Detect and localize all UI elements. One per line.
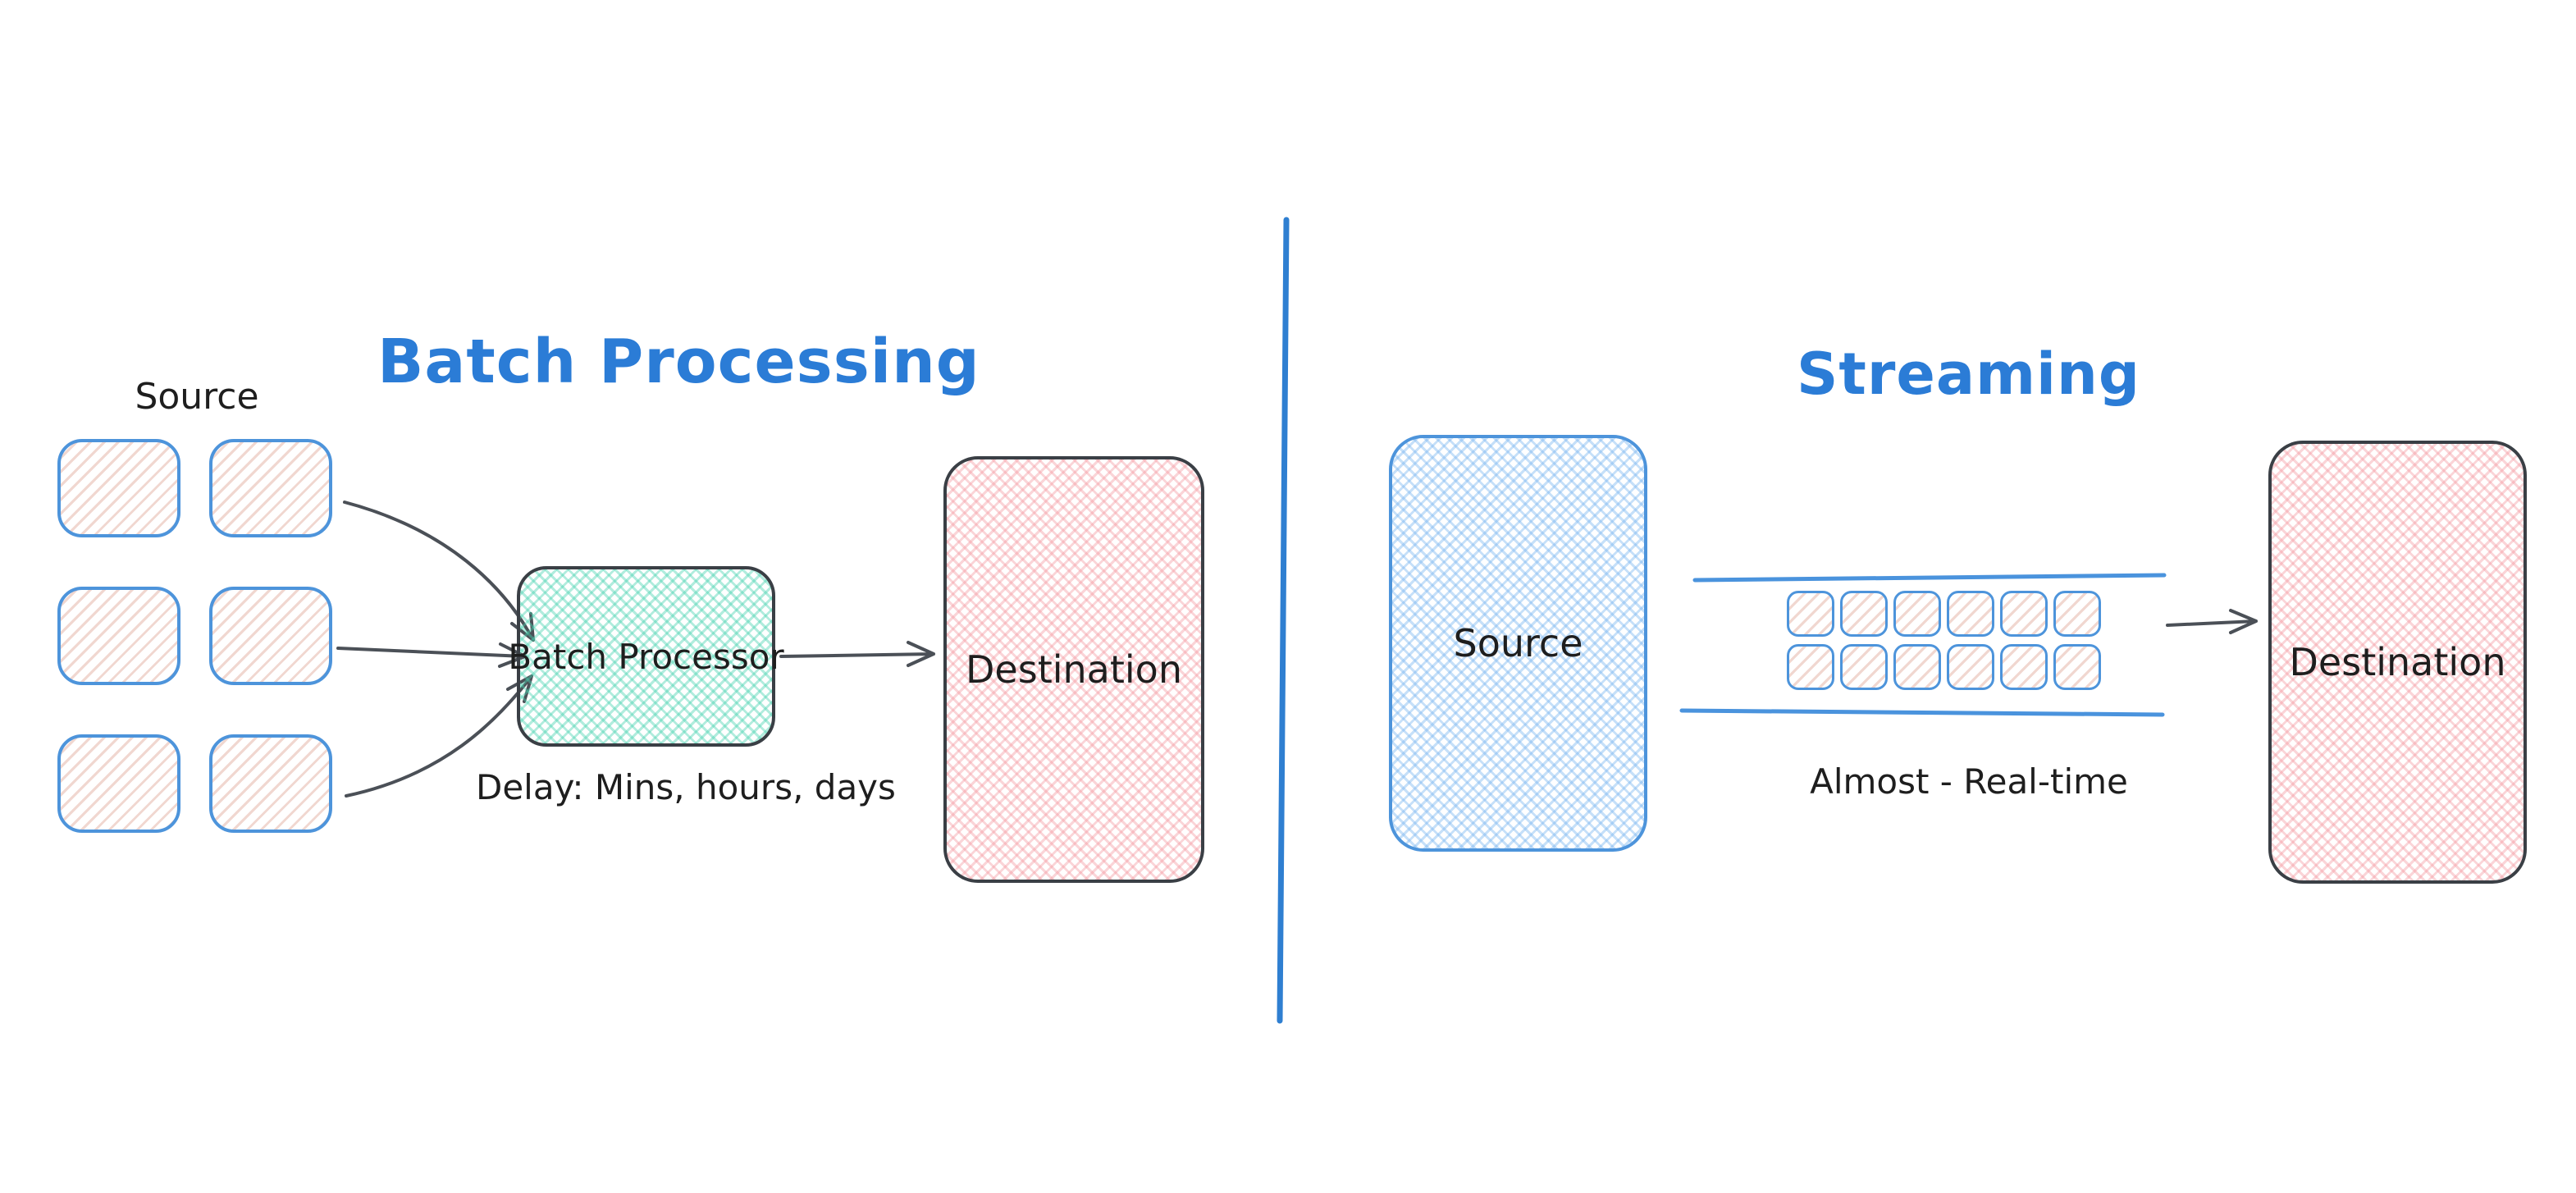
batch-source-block	[57, 587, 180, 685]
stream-record-block	[1787, 591, 1834, 637]
stream-record-block	[1840, 591, 1888, 637]
stream-record-block	[2053, 591, 2101, 637]
batch-processing-title: Batch Processing	[377, 327, 980, 397]
streaming-source-box: Source	[1389, 435, 1647, 852]
batch-source-block	[209, 439, 332, 537]
batch-source-block	[57, 439, 180, 537]
stream-record-grid	[1787, 591, 2101, 690]
divider-line	[1277, 217, 1290, 1024]
batch-destination-box: Destination	[943, 456, 1204, 883]
stream-record-block	[1947, 591, 1994, 637]
stream-pipe-bottom-line	[1679, 708, 2165, 717]
batch-source-label: Source	[135, 376, 259, 418]
stream-record-block	[2000, 591, 2048, 637]
batch-source-grid	[57, 439, 332, 833]
batch-processor-label: Batch Processor	[508, 636, 784, 677]
streaming-destination-label: Destination	[2289, 640, 2506, 684]
arrow-source-top-to-processor	[343, 501, 535, 642]
stream-record-block	[1893, 644, 1941, 690]
streaming-title: Streaming	[1797, 341, 2140, 408]
arrow-processor-to-destination	[779, 641, 935, 667]
stream-record-block	[2053, 644, 2101, 690]
batch-source-block	[209, 587, 332, 685]
batch-source-block	[209, 734, 332, 833]
stream-record-block	[1787, 644, 1834, 690]
stream-pipe-top-line	[1692, 573, 2167, 583]
stream-record-block	[1947, 644, 1994, 690]
streaming-destination-box: Destination	[2268, 441, 2527, 884]
streaming-source-label: Source	[1453, 621, 1583, 665]
stream-record-block	[2000, 644, 2048, 690]
arrow-stream-to-destination	[2166, 609, 2258, 634]
arrow-source-middle-to-processor	[336, 642, 527, 668]
batch-processor-box: Batch Processor	[508, 566, 784, 747]
batch-delay-note: Delay: Mins, hours, days	[476, 767, 896, 807]
stream-record-block	[1840, 644, 1888, 690]
batch-destination-label: Destination	[966, 647, 1182, 692]
streaming-latency-note: Almost - Real-time	[1810, 761, 2128, 802]
batch-source-block	[57, 734, 180, 833]
stream-record-block	[1893, 591, 1941, 637]
